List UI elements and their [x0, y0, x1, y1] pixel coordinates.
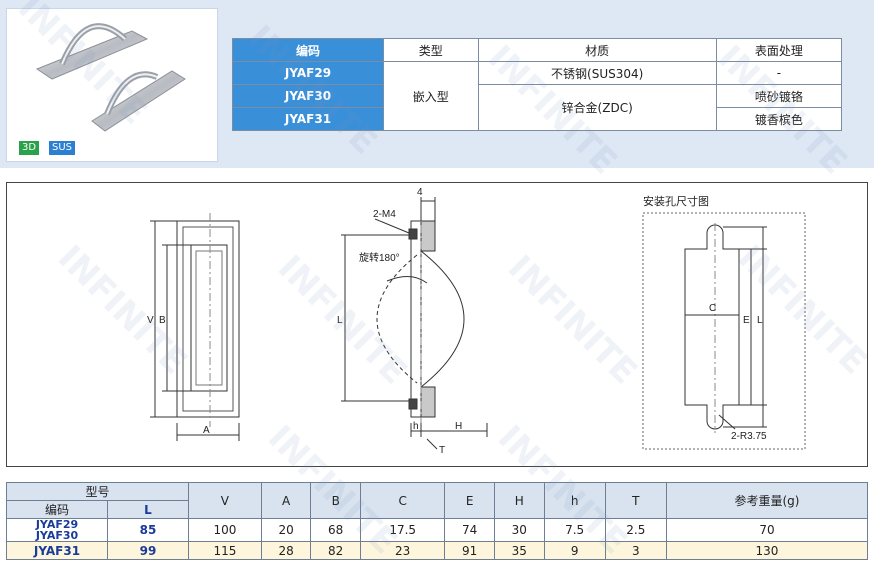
dim-cell-a: 28 — [260, 541, 312, 560]
table-row: JYAF29 JYAF30 85 100 20 68 17.5 74 30 7.… — [6, 518, 869, 542]
hole-frame — [642, 212, 806, 450]
front-label-a: A — [203, 425, 210, 436]
technical-drawing: V B A — [147, 187, 806, 456]
spec-header-material: 材质 — [477, 38, 717, 62]
dim-header-v: V — [188, 482, 262, 519]
dim-cell-h-big: 35 — [493, 541, 545, 560]
dim-cell-b: 68 — [310, 518, 361, 542]
dim-header-b: B — [310, 482, 361, 519]
spec-finish-cell: 镀香槟色 — [715, 107, 843, 131]
hole-label-e: E — [743, 315, 750, 326]
dim-header-h-big: H — [493, 482, 545, 519]
dim-header-l: L — [107, 500, 189, 519]
spec-table: 编码 类型 材质 表面处理 JYAF29 嵌入型 不锈钢(SUS304) - J… — [232, 38, 843, 131]
dim-cell-t: 3 — [604, 541, 667, 560]
side-label-screw: 2-M4 — [373, 209, 396, 220]
spec-code-cell: JYAF31 — [232, 107, 384, 131]
hole-label-l: L — [757, 315, 763, 326]
dim-cell-weight: 70 — [665, 518, 869, 542]
product-photo: 3D SUS — [6, 8, 218, 162]
dim-header-weight: 参考重量(g) — [665, 482, 869, 519]
hole-label-c: C — [709, 303, 716, 314]
dim-cell-weight: 130 — [665, 541, 869, 560]
hole-title: 安装孔尺寸图 — [643, 194, 709, 208]
dim-row-code: JYAF29 JYAF30 — [6, 518, 108, 542]
spec-header-type: 类型 — [383, 38, 479, 62]
spec-finish-cell: - — [715, 61, 843, 85]
badge-3d: 3D — [19, 141, 40, 155]
side-label-h-small: h — [413, 421, 419, 432]
side-view — [341, 197, 488, 450]
badge-sus: SUS — [49, 141, 76, 155]
dim-cell-l: 99 — [107, 541, 189, 560]
side-label-h-big: H — [455, 421, 462, 432]
side-label-thickness: 4 — [417, 187, 423, 198]
dimension-table: 型号 V A B C E H h T 参考重量(g) 编码 L JYAF29 J… — [6, 482, 869, 560]
spec-material-cell: 锌合金(ZDC) — [477, 84, 717, 131]
hole-shape — [684, 223, 767, 433]
dim-cell-e: 74 — [444, 518, 495, 542]
dim-cell-e: 91 — [444, 541, 495, 560]
dim-row-code: JYAF31 — [6, 541, 108, 560]
front-view — [150, 213, 240, 441]
technical-drawing-panel: V B A — [6, 182, 868, 467]
dim-header-code: 编码 — [6, 500, 108, 519]
dim-header-e: E — [444, 482, 495, 519]
front-label-b: B — [159, 315, 166, 326]
dim-cell-h-big: 30 — [493, 518, 545, 542]
dim-cell-h-small: 9 — [543, 541, 606, 560]
dim-header-c: C — [359, 482, 446, 519]
side-label-l: L — [337, 315, 343, 326]
spec-code-cell: JYAF29 — [232, 61, 384, 85]
dim-cell-c: 17.5 — [359, 518, 446, 542]
spec-material-cell: 不锈钢(SUS304) — [477, 61, 717, 85]
spec-finish-cell: 喷砂镀铬 — [715, 84, 843, 108]
dim-cell-a: 20 — [260, 518, 312, 542]
dim-cell-v: 115 — [188, 541, 262, 560]
dim-cell-v: 100 — [188, 518, 262, 542]
side-label-t: T — [439, 445, 445, 456]
hole-label-r: 2-R3.75 — [731, 431, 767, 442]
dim-cell-l: 85 — [107, 518, 189, 542]
table-row: JYAF31 99 115 28 82 23 91 35 9 3 130 — [6, 541, 869, 560]
product-illustration — [35, 23, 186, 132]
side-label-rotate: 旋转180° — [359, 251, 400, 264]
spec-code-cell: JYAF30 — [232, 84, 384, 108]
front-label-v: V — [147, 315, 154, 326]
spec-header-code: 编码 — [232, 38, 384, 62]
dim-header-h-small: h — [543, 482, 606, 519]
spec-type-cell: 嵌入型 — [383, 61, 479, 131]
dim-cell-h-small: 7.5 — [543, 518, 606, 542]
dim-header-model: 型号 — [6, 482, 189, 501]
dim-cell-t: 2.5 — [604, 518, 667, 542]
dim-header-a: A — [260, 482, 312, 519]
spec-header-finish: 表面处理 — [715, 38, 843, 62]
dim-cell-c: 23 — [359, 541, 446, 560]
dim-cell-b: 82 — [310, 541, 361, 560]
dim-header-t: T — [604, 482, 667, 519]
